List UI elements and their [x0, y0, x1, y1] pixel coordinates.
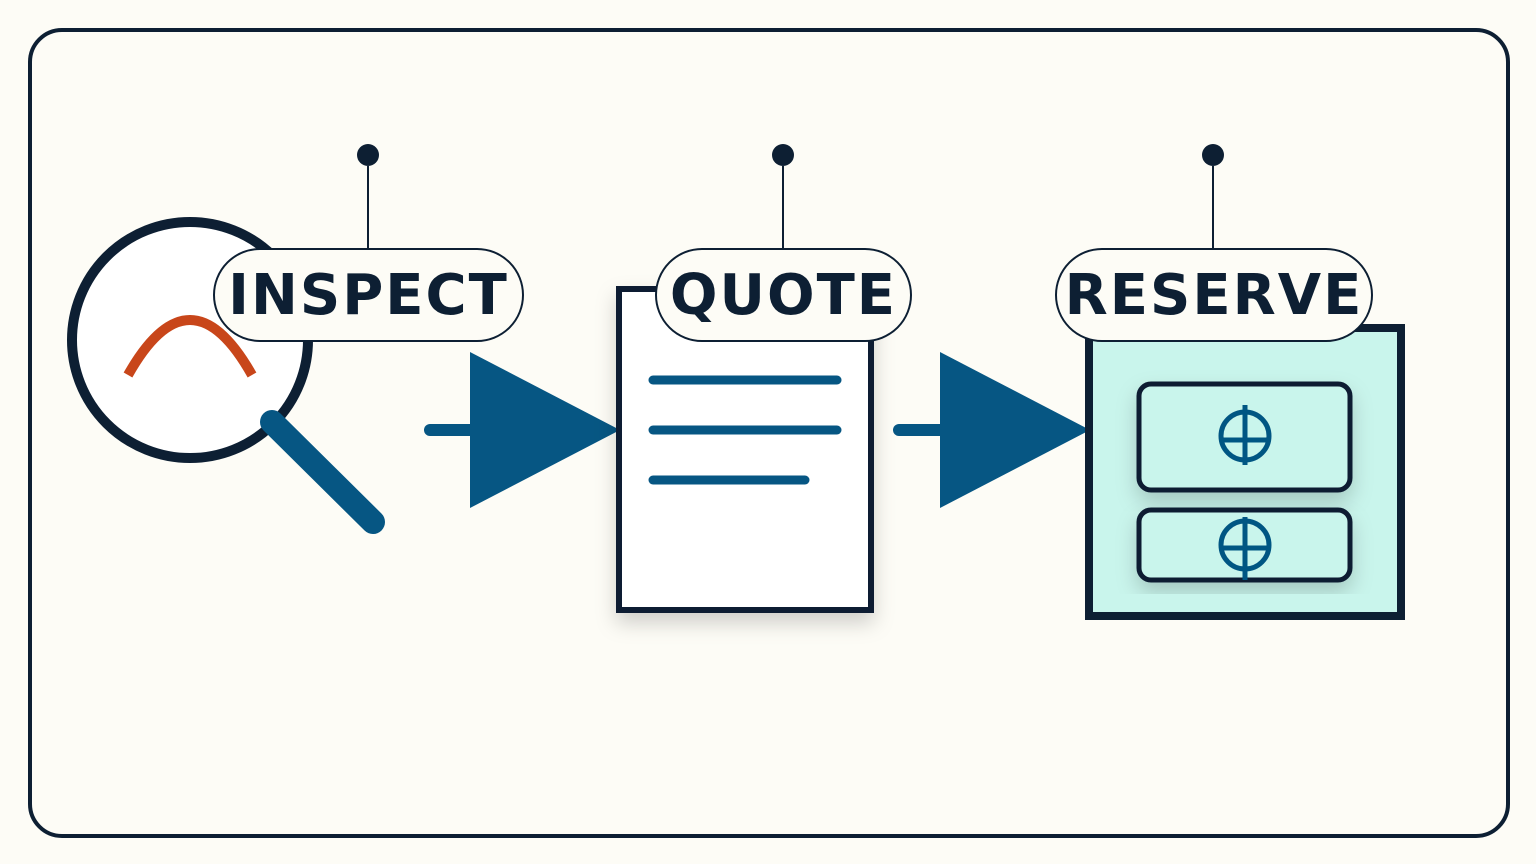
arrow-quote-to-reserve [893, 352, 1090, 508]
step-label-inspect: INSPECT [213, 248, 524, 342]
connector-pin-inspect [357, 144, 379, 250]
step-label-reserve: RESERVE [1055, 248, 1373, 342]
reserve-slot-1 [1136, 381, 1353, 493]
step-label-quote: QUOTE [655, 248, 912, 342]
reserve-slot-2 [1136, 507, 1353, 583]
arrow-inspect-to-quote [424, 352, 620, 508]
document-icon [616, 286, 874, 613]
calendar-slots-icon [1085, 324, 1405, 620]
connector-pin-reserve [1202, 144, 1224, 250]
connector-pin-quote [772, 144, 794, 250]
